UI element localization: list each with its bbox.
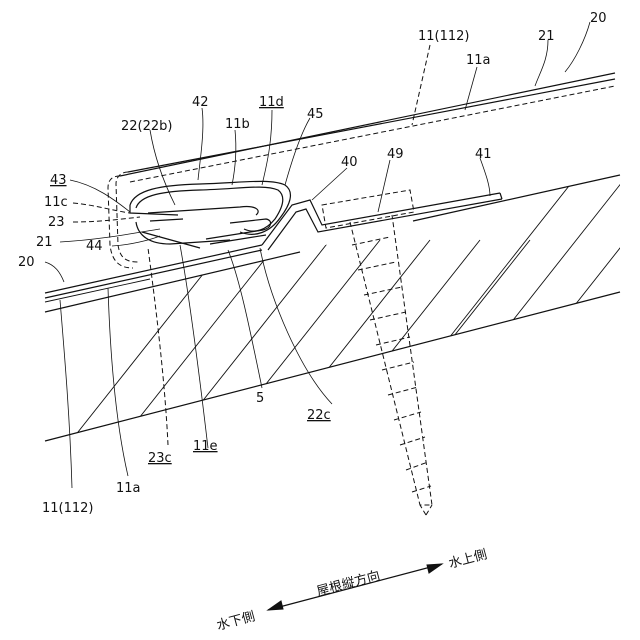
label-42: 42 xyxy=(192,95,209,110)
label-11e: 11e xyxy=(193,439,218,454)
label-5: 5 xyxy=(256,391,264,406)
label-11a-bottom: 11a xyxy=(116,481,141,496)
label-20-left: 20 xyxy=(18,255,35,270)
label-23c: 23c xyxy=(148,451,172,466)
screw-49 xyxy=(350,215,432,515)
direction-indicator: 屋根縦方向 水上側 水下側 xyxy=(215,547,489,634)
label-22c: 22c xyxy=(307,408,331,423)
label-44: 44 xyxy=(86,239,103,254)
label-11b: 11b xyxy=(225,117,250,132)
label-21-top: 21 xyxy=(538,29,555,44)
fastening-member-40 xyxy=(262,193,502,250)
label-11-112-bottom: 11(112) xyxy=(42,501,94,516)
direction-lower-label: 水下側 xyxy=(215,609,257,634)
label-11d: 11d xyxy=(259,95,284,110)
label-11-112-top: 11(112) xyxy=(418,29,470,44)
label-43: 43 xyxy=(50,173,67,188)
label-21-left: 21 xyxy=(36,235,53,250)
direction-upper-label: 水上側 xyxy=(447,547,489,572)
upper-cap-dashed xyxy=(108,73,615,268)
label-45: 45 xyxy=(307,107,324,122)
label-41: 41 xyxy=(475,147,492,162)
label-23: 23 xyxy=(48,215,65,230)
reference-labels: 20 21 11(112) 11a 42 11d 22(22b) 11b 45 … xyxy=(18,11,607,516)
label-40: 40 xyxy=(341,155,358,170)
label-49: 49 xyxy=(387,147,404,162)
direction-center-label: 屋根縦方向 xyxy=(315,568,382,600)
label-11a-top: 11a xyxy=(466,53,491,68)
label-20-top: 20 xyxy=(590,11,607,26)
label-11c: 11c xyxy=(44,195,68,210)
label-22-22b: 22(22b) xyxy=(121,119,172,134)
